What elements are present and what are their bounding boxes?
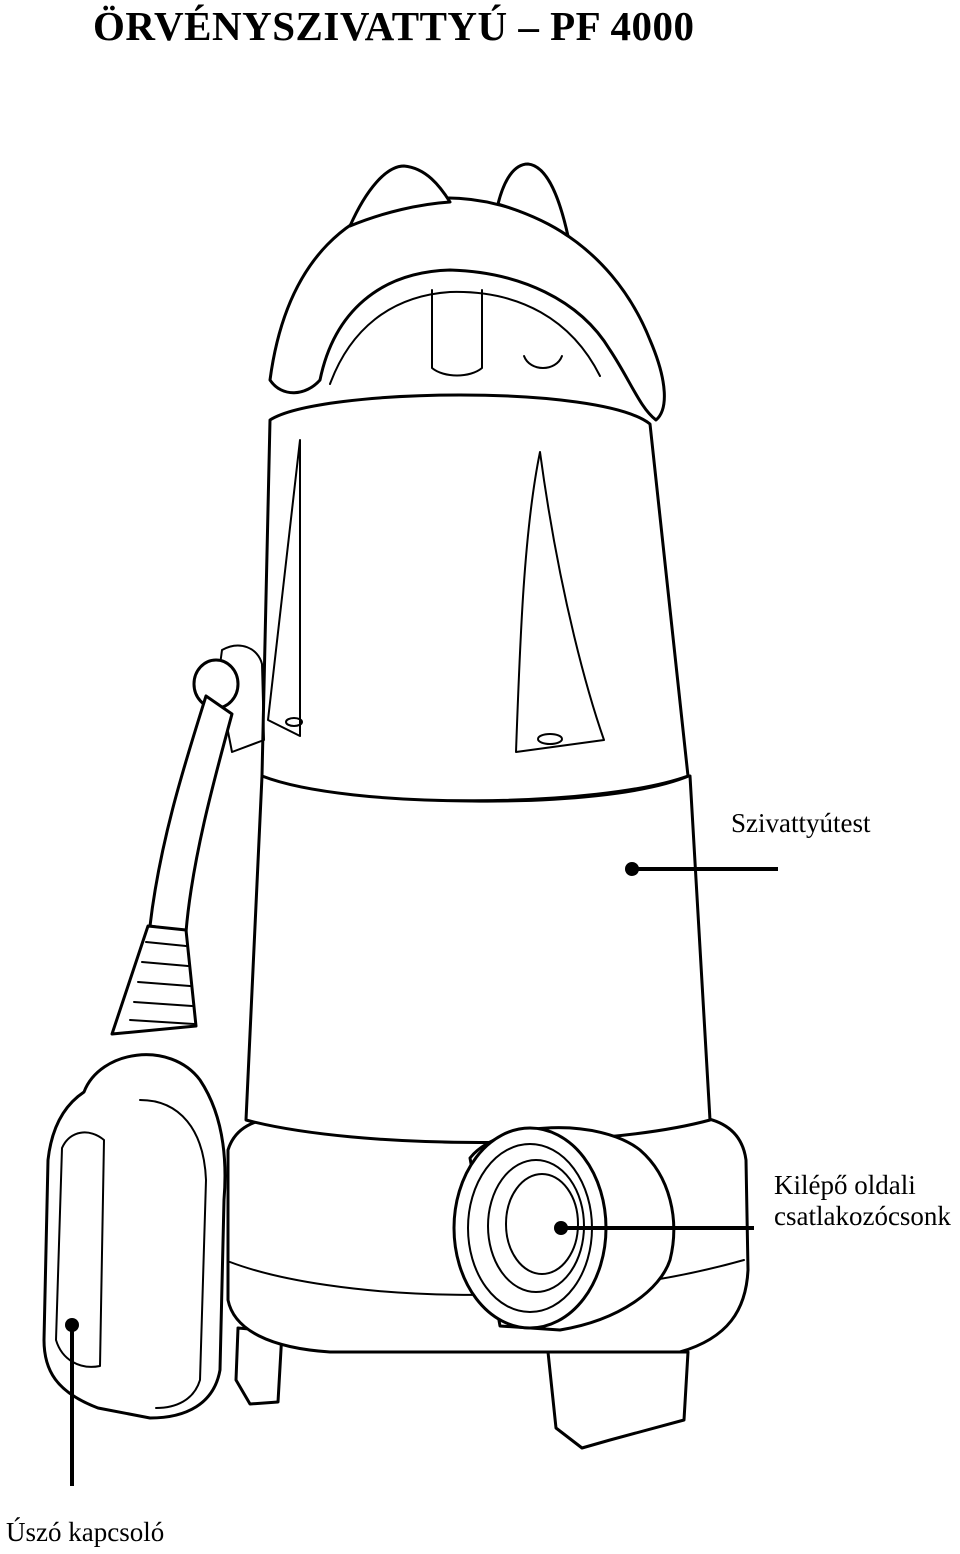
label-outlet-line1: Kilépő oldali — [774, 1170, 916, 1200]
pump-body — [244, 774, 712, 1144]
strain-relief-ribs — [129, 941, 195, 1025]
motor-post — [431, 289, 483, 377]
power-cable — [148, 694, 234, 934]
label-pump-body: Szivattyútest — [731, 808, 871, 838]
page-title: ÖRVÉNYSZIVATTYÚ – PF 4000 — [93, 3, 695, 49]
label-float-switch: Úszó kapcsoló — [6, 1517, 165, 1547]
label-outlet-line2: csatlakozócsonk — [774, 1201, 951, 1232]
float-switch-rim — [139, 1099, 207, 1409]
cable-gland — [217, 644, 265, 753]
handle-inner — [329, 290, 601, 385]
pump-foot-right — [546, 1350, 690, 1450]
outlet-port-ring3 — [505, 1173, 579, 1275]
pump-handle — [268, 196, 666, 422]
housing-window-left — [267, 439, 301, 737]
window-screw-left — [285, 717, 303, 727]
handle-ear-right — [496, 162, 570, 238]
leader-dot-outlet — [554, 1221, 568, 1235]
float-switch-body — [42, 1053, 227, 1420]
window-screw — [537, 733, 563, 745]
cable-gland-ring — [192, 658, 240, 710]
upper-housing — [260, 393, 690, 803]
leader-dot-float-switch — [65, 1318, 79, 1332]
handle-ear-left — [348, 164, 452, 228]
float-switch-face — [55, 1131, 105, 1368]
leader-dot-pump-body — [625, 862, 639, 876]
housing-window-right — [515, 451, 605, 753]
motor-post-right — [523, 355, 563, 369]
label-outlet: Kilépő oldali csatlakozócsonk — [774, 1170, 951, 1232]
base-band — [229, 1259, 745, 1296]
cable-strain-relief — [110, 924, 198, 1036]
